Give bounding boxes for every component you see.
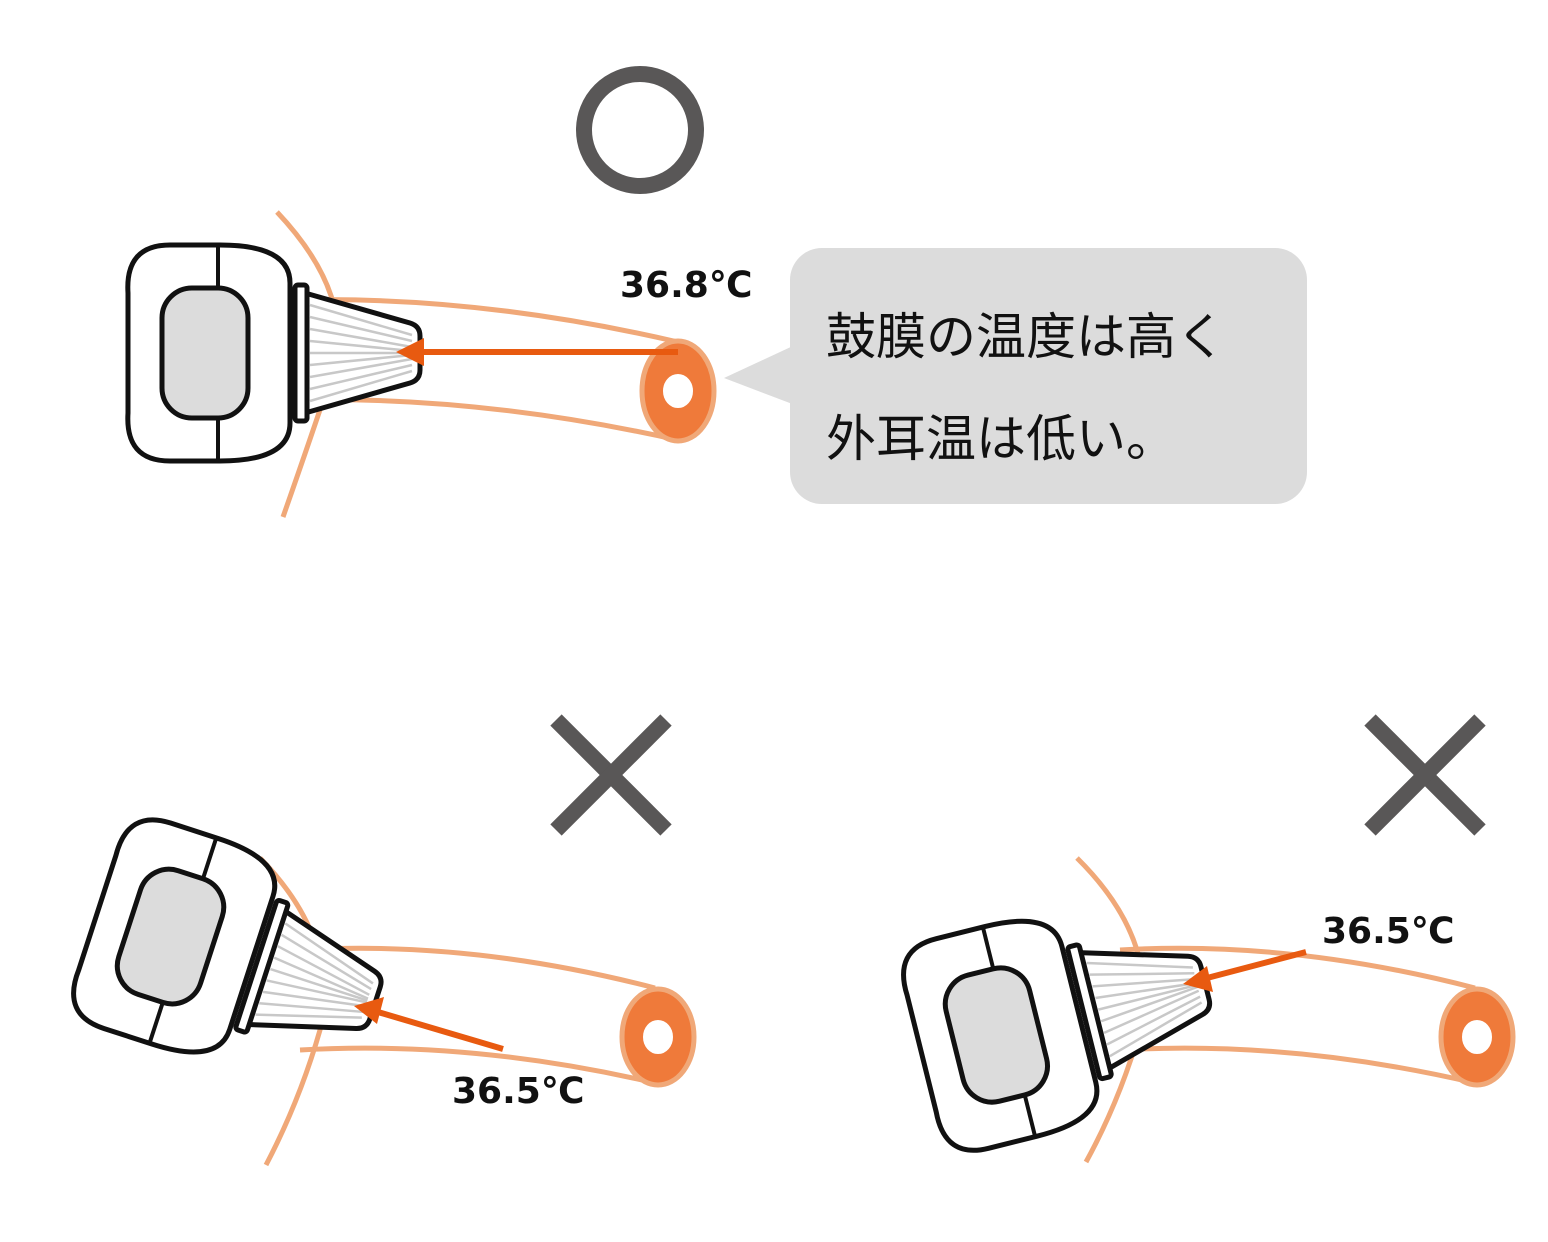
eardrum-center [643, 1020, 673, 1054]
thermometer [128, 245, 420, 461]
ear-canal-lower [299, 1045, 656, 1086]
callout-line-1: 鼓膜の温度は高く [826, 308, 1226, 366]
wrong-right-panel: 36.5℃ [895, 714, 1516, 1164]
arrow-head [1183, 966, 1213, 992]
arrow-head [354, 997, 384, 1024]
eardrum-center [1462, 1020, 1492, 1054]
thermometer [895, 878, 1231, 1158]
thermometer [64, 810, 409, 1106]
temperature-label: 36.5℃ [452, 1071, 584, 1112]
arrow-head [396, 338, 424, 366]
infrared-arrow [1206, 949, 1307, 981]
infrared-arrow [377, 1009, 504, 1052]
circle-mark [576, 66, 704, 194]
wrong-left-panel: 36.5℃ [64, 714, 697, 1167]
temperature-label: 36.8℃ [620, 265, 752, 306]
ear-canal-lower [1119, 1045, 1476, 1086]
cross-mark [1364, 714, 1486, 836]
cross-mark [550, 714, 672, 836]
callout-line-2: 外耳温は低い。 [826, 410, 1176, 468]
ear-outline [258, 856, 327, 1167]
ear-canal-lower [299, 397, 679, 443]
callout-bubble: 鼓膜の温度は高く 外耳温は低い。 [724, 248, 1307, 504]
temperature-label: 36.5℃ [1322, 911, 1454, 952]
eardrum-center [663, 374, 693, 408]
ear-canal [299, 297, 679, 345]
correct-panel: 36.8℃ 鼓膜の温度は高く 外耳温は低い。 [128, 66, 1307, 518]
